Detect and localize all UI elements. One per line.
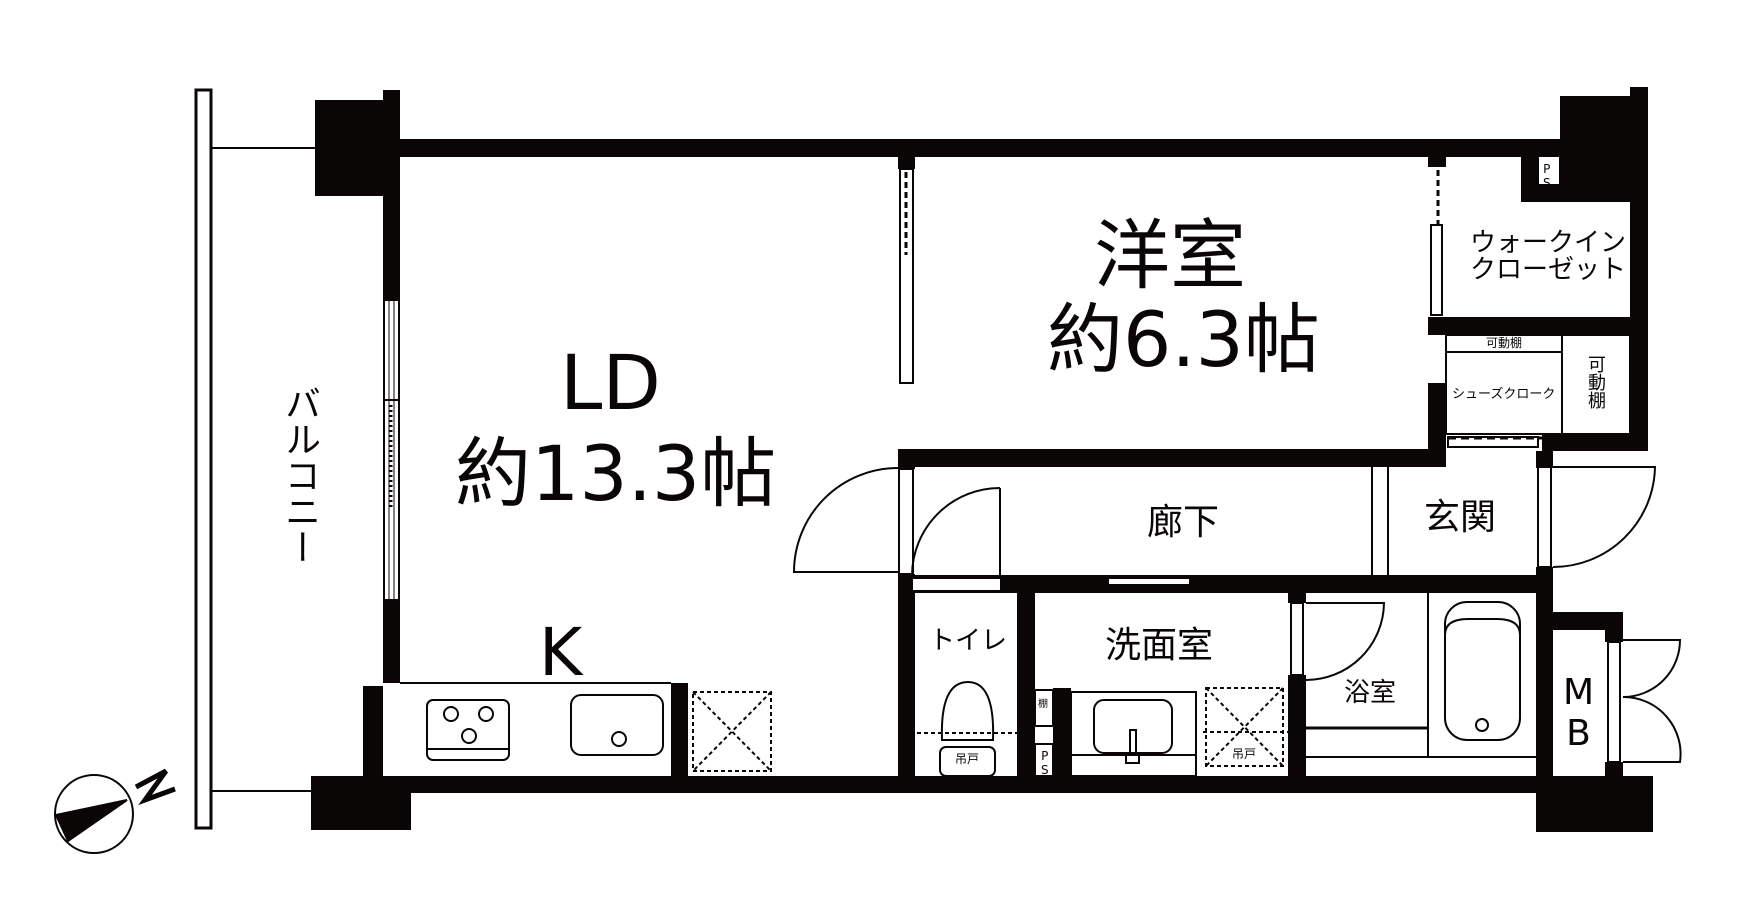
washroom-cabinet-label: 吊戸 bbox=[1232, 747, 1257, 761]
ld-room-name: LD bbox=[560, 338, 661, 427]
shoe-cloak-shelf-side: 可動棚 bbox=[1585, 355, 1606, 409]
western-room-name: 洋室 bbox=[1094, 211, 1246, 300]
walk-in-closet-label: ウォークイン クローゼット bbox=[1470, 228, 1627, 286]
toilet-label: トイレ bbox=[929, 626, 1008, 656]
washroom-label: 洗面室 bbox=[1105, 625, 1214, 666]
balcony-label: バルコニー bbox=[279, 385, 320, 565]
western-room-area: 約6.3帖 bbox=[1047, 295, 1320, 384]
meter-box-label: MB bbox=[1558, 672, 1599, 754]
corridor-label: 廊下 bbox=[1147, 502, 1220, 543]
shoe-cloak-label: シューズクローク bbox=[1452, 387, 1556, 402]
toilet-cabinet-label: 吊戸 bbox=[955, 752, 980, 766]
shoe-cloak-shelf-top: 可動棚 bbox=[1486, 336, 1523, 350]
ld-room-area: 約13.3帖 bbox=[455, 429, 777, 518]
wic-line-2: クローゼット bbox=[1470, 255, 1627, 286]
wic-line-1: ウォークイン bbox=[1470, 228, 1627, 258]
ps-top-right: PS bbox=[1539, 162, 1554, 190]
kitchen-label: K bbox=[539, 614, 583, 691]
entrance-label: 玄関 bbox=[1424, 497, 1497, 538]
ps-washroom: PS bbox=[1037, 749, 1052, 777]
bathroom-label: 浴室 bbox=[1344, 678, 1397, 708]
washroom-shelf-label: 棚 bbox=[1038, 699, 1048, 710]
fixtures bbox=[54, 88, 1682, 854]
